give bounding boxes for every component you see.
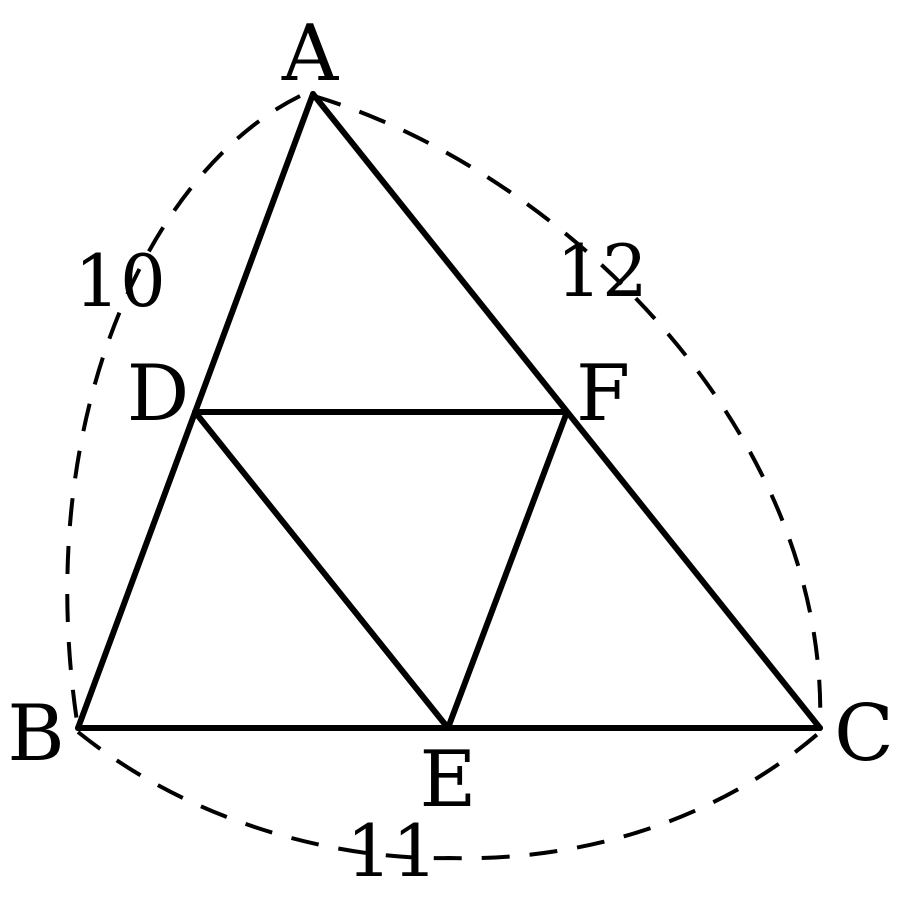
segment-fe xyxy=(445,409,570,731)
length-label-ca: 12 xyxy=(556,229,648,313)
arc-bc xyxy=(76,730,822,861)
length-label-bc: 11 xyxy=(346,809,438,893)
vertex-label-d: D xyxy=(127,349,190,439)
length-label-ab: 10 xyxy=(74,239,166,323)
vertex-label-e: E xyxy=(420,735,477,825)
vertex-label-b: B xyxy=(7,689,64,779)
vertex-label-a: A xyxy=(281,9,340,99)
vertex-label-f: F xyxy=(576,349,630,439)
arc-ca xyxy=(313,94,823,729)
arc-ab xyxy=(65,94,301,729)
segment-de xyxy=(192,409,451,731)
vertex-label-c: C xyxy=(834,689,894,779)
